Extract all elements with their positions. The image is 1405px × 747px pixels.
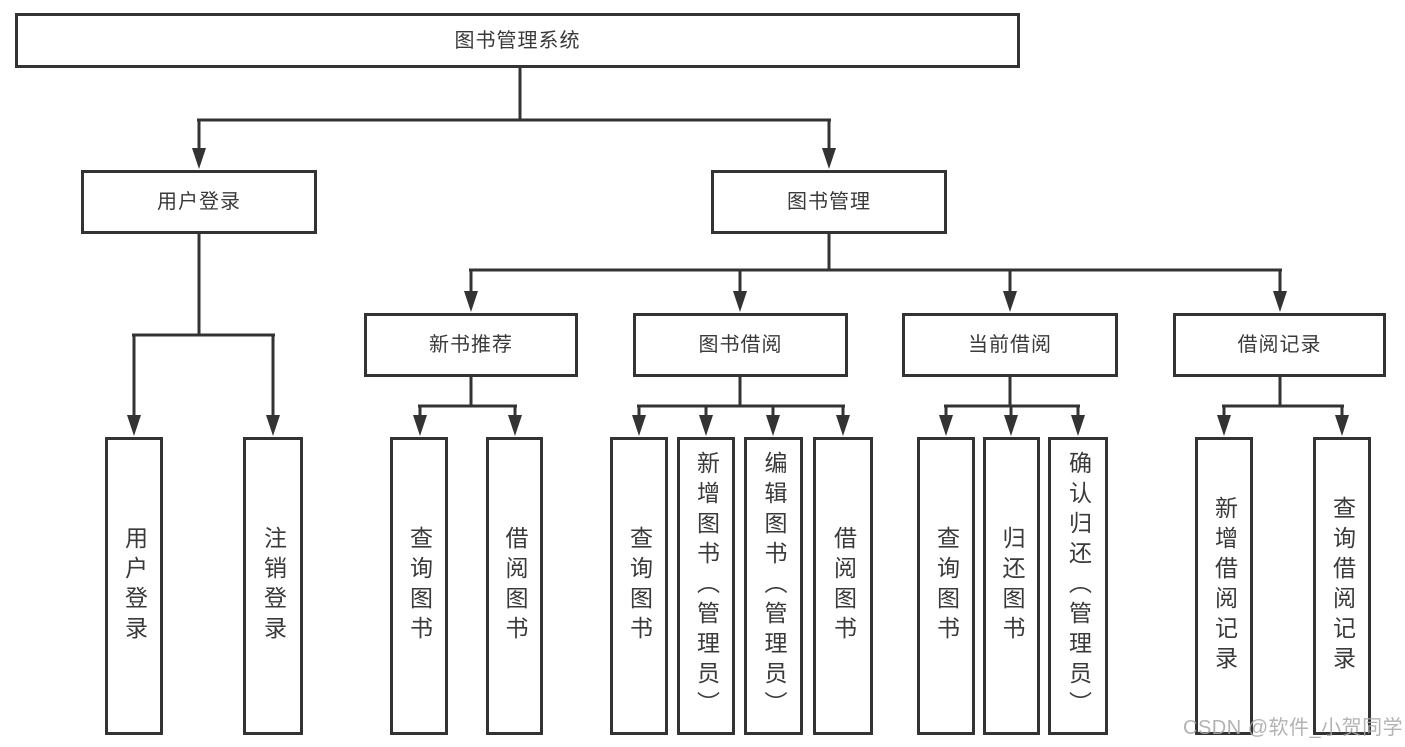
node-label: 新增图书（管理员） <box>693 451 720 721</box>
node-label: 查询图书 <box>933 526 960 646</box>
node-label: 查询借阅记录 <box>1329 496 1356 676</box>
leaf-logout: 注销登录 <box>243 437 303 735</box>
node-current-borrow: 当前借阅 <box>902 313 1118 377</box>
node-label: 图书管理 <box>787 191 871 213</box>
node-label: 编辑图书（管理员） <box>761 451 787 721</box>
leaf-query-books-current: 查询图书 <box>917 437 975 735</box>
node-label: 查询图书 <box>406 526 433 646</box>
leaf-add-borrow-record: 新增借阅记录 <box>1195 437 1253 735</box>
node-label: 借阅图书 <box>502 526 528 646</box>
node-label: 图书管理系统 <box>454 29 581 52</box>
leaf-borrow-books-recommend: 借阅图书 <box>486 437 543 735</box>
leaf-add-book-admin: 新增图书（管理员） <box>677 437 735 735</box>
node-label: 归还图书 <box>999 526 1025 646</box>
node-user-login: 用户登录 <box>81 170 317 234</box>
leaf-edit-book-admin: 编辑图书（管理员） <box>744 437 803 735</box>
leaf-query-borrow-record: 查询借阅记录 <box>1313 437 1371 735</box>
node-label: 新书推荐 <box>429 334 513 356</box>
node-book-management: 图书管理 <box>711 170 947 234</box>
node-label: 当前借阅 <box>968 334 1052 356</box>
leaf-query-books-borrow: 查询图书 <box>610 437 668 735</box>
node-label: 用户登录 <box>157 191 241 213</box>
leaf-borrow-books: 借阅图书 <box>813 437 873 735</box>
node-label: 用户登录 <box>121 526 148 646</box>
node-label: 新增借阅记录 <box>1211 496 1238 676</box>
leaf-confirm-return-admin: 确认归还（管理员） <box>1048 437 1108 735</box>
node-new-book-recommend: 新书推荐 <box>364 313 578 377</box>
node-label: 注销登录 <box>260 526 287 646</box>
node-borrow-records: 借阅记录 <box>1173 313 1386 377</box>
node-label: 图书借阅 <box>698 334 783 356</box>
leaf-user-login: 用户登录 <box>105 437 163 735</box>
node-label: 确认归还（管理员） <box>1065 451 1092 721</box>
node-book-borrow: 图书借阅 <box>633 313 848 377</box>
leaf-query-books-recommend: 查询图书 <box>390 437 448 735</box>
node-label: 借阅记录 <box>1237 334 1322 356</box>
node-label: 借阅图书 <box>830 526 857 646</box>
leaf-return-book: 归还图书 <box>983 437 1040 735</box>
node-root-library-system: 图书管理系统 <box>15 13 1020 68</box>
csdn-watermark: CSDN @软件_小贺同学 <box>1183 717 1404 739</box>
node-label: 查询图书 <box>626 526 653 646</box>
